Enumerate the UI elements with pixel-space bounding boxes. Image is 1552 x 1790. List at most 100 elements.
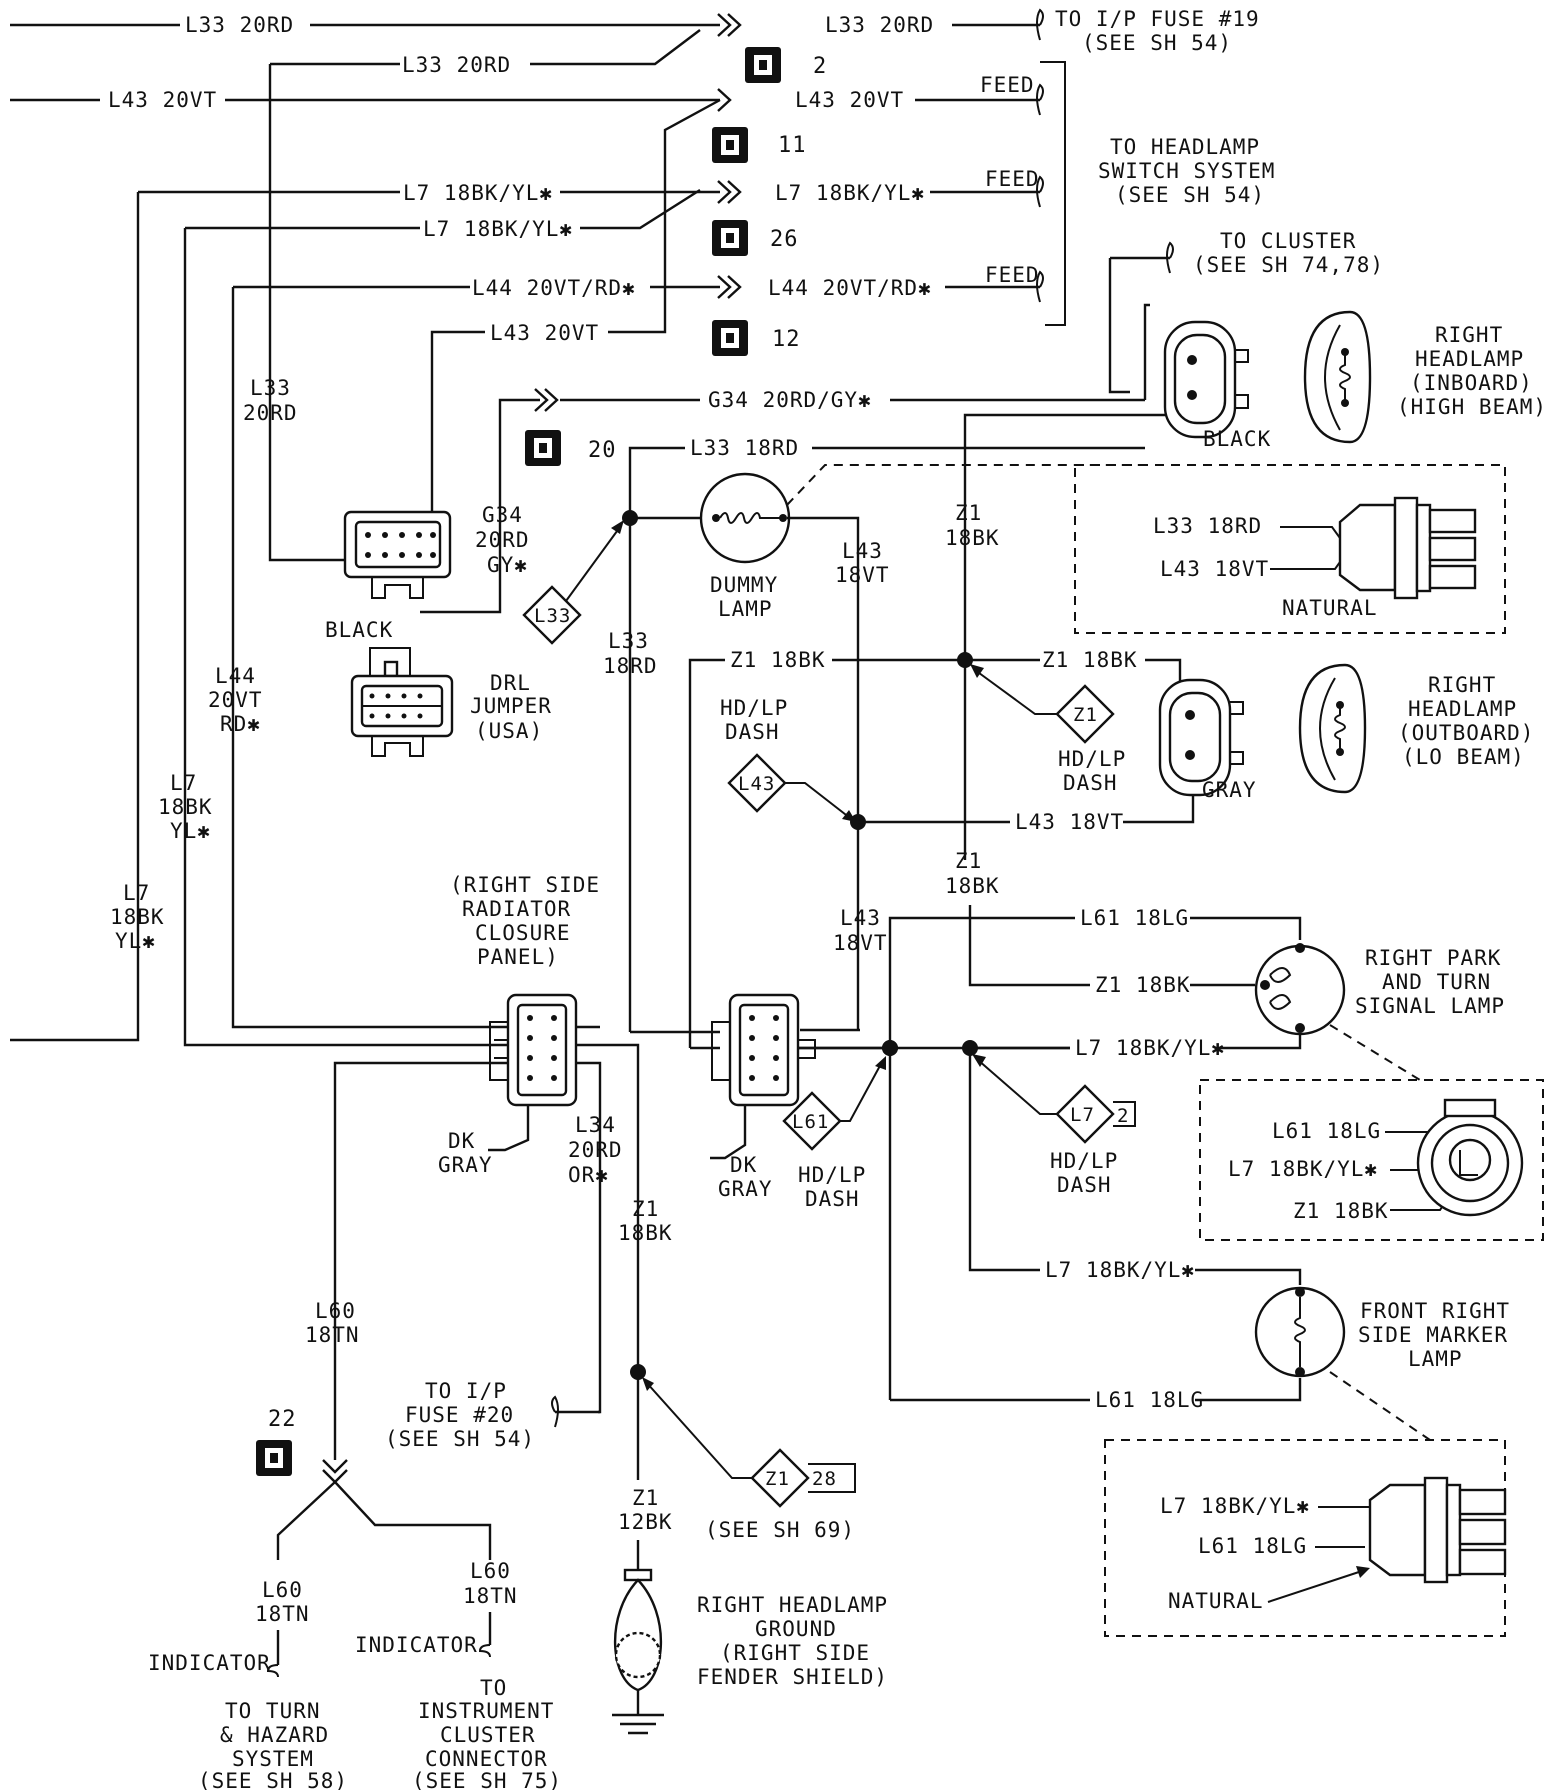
- diagram-label: GRAY: [1202, 778, 1257, 802]
- diagram-label: RIGHT PARK: [1365, 946, 1501, 970]
- wire-label: L7 18BK/YL✱: [423, 217, 573, 241]
- diagram-label: HD/LP: [1058, 747, 1126, 771]
- diagram-label: HD/LP: [798, 1163, 866, 1187]
- connector-black-left: BLACK: [325, 510, 452, 642]
- wire-label: L33 20RD: [402, 53, 511, 77]
- vlabel: Z1: [632, 1197, 659, 1221]
- diagram-label: CLOSURE: [475, 921, 571, 945]
- vlabel: L33: [250, 376, 291, 400]
- sheet-ref-12: 12: [712, 320, 800, 356]
- connector-natural-c: [1368, 1476, 1507, 1584]
- diagram-label: HD/LP: [720, 696, 788, 720]
- wire-label: L61 18LG: [1095, 1388, 1204, 1412]
- dummy-lamp: DUMMY LAMP: [699, 472, 791, 621]
- vlabel: 18RD: [603, 654, 658, 678]
- vlabel: 18BK: [158, 795, 213, 819]
- diagram-label: NATURAL: [1168, 1589, 1264, 1613]
- sheet-ref-11: 11: [712, 127, 807, 163]
- diagram-label: DASH: [805, 1187, 860, 1211]
- vlabel: L60: [315, 1299, 356, 1323]
- diagram-label: INDICATOR: [355, 1633, 478, 1657]
- park-turn-lamp: RIGHT PARK AND TURN SIGNAL LAMP: [1254, 943, 1505, 1036]
- vlabel: 18BK: [618, 1221, 673, 1245]
- wire-label: Z1 18BK: [730, 648, 826, 672]
- diagram-label: HD/LP: [1050, 1149, 1118, 1173]
- diagram-label: BLACK: [1203, 427, 1271, 451]
- wire-label: L61 18LG: [1080, 906, 1189, 930]
- diagram-label: HEADLAMP: [1408, 697, 1517, 721]
- diagram-label: FUSE #20: [405, 1403, 514, 1427]
- headlamp-inboard: RIGHT HEADLAMP (INBOARD) (HIGH BEAM): [1303, 310, 1546, 444]
- diagram-label: L7 18BK/YL✱: [1228, 1157, 1378, 1181]
- diagram-label: Z1: [765, 1468, 790, 1490]
- diagram-label: 11: [778, 133, 807, 158]
- connector-round-b: [1416, 1098, 1524, 1217]
- diagram-label: L43 18VT: [1160, 557, 1269, 581]
- diagram-label: SIGNAL LAMP: [1355, 994, 1505, 1018]
- diagram-label: 28: [812, 1468, 837, 1490]
- vlabel: 18BK: [945, 526, 1000, 550]
- diagram-label: L61 18LG: [1272, 1119, 1381, 1143]
- l43-diamond: L43: [727, 753, 856, 822]
- diagram-label: (RIGHT SIDE: [450, 873, 600, 897]
- diagram-label: DK: [730, 1153, 757, 1177]
- diagram-label: 2: [813, 54, 827, 79]
- diagram-label: TO I/P: [425, 1379, 507, 1403]
- wire-label: L43 20VT: [490, 321, 599, 345]
- diagram-label: RIGHT: [1428, 673, 1496, 697]
- vlabel: L7: [170, 771, 197, 795]
- vlabel: 20RD: [243, 401, 298, 425]
- vlabel: Z1: [955, 501, 982, 525]
- vlabel: Z1: [955, 849, 982, 873]
- diagram-label: (SEE SH 69): [705, 1518, 855, 1542]
- headlamp-ground-symbol: [612, 1568, 664, 1735]
- diagram-label: L61: [792, 1111, 829, 1133]
- diagram-label: & HAZARD: [220, 1723, 329, 1747]
- vlabel: YL✱: [115, 929, 156, 953]
- diagram-label: FENDER SHIELD): [697, 1665, 888, 1689]
- vlabel: 18VT: [833, 931, 888, 955]
- diagram-label: RADIATOR: [462, 897, 571, 921]
- diagram-label: NATURAL: [1282, 596, 1378, 620]
- vlabel: 20RD: [475, 528, 530, 552]
- vlabel: L43: [842, 539, 883, 563]
- l61-diamond: L61: [782, 1056, 886, 1151]
- diagram-label: SYSTEM: [232, 1747, 314, 1771]
- wire-label: L33 20RD: [825, 13, 934, 37]
- feed-label: FEED: [985, 167, 1040, 191]
- diagram-label: DUMMY: [710, 573, 778, 597]
- top-wire-group: L33 20RD L33 20RD TO I/P FUSE #19 (SEE S…: [10, 7, 1260, 1047]
- wire-label: Z1 18BK: [1042, 648, 1138, 672]
- destination-label: TO I/P FUSE #19: [1055, 7, 1260, 31]
- vlabel: 18TN: [463, 1584, 518, 1608]
- sheet-ref-22: 22: [256, 1407, 296, 1476]
- connector-natural-a: [1338, 496, 1477, 600]
- diagram-label: (USA): [475, 719, 543, 743]
- diagram-label: GRAY: [438, 1153, 493, 1177]
- diagram-label: Z1: [1073, 704, 1098, 726]
- vlabel: YL✱: [170, 819, 211, 843]
- sheet-ref-26: 26: [712, 220, 798, 256]
- destination-label: TO CLUSTER: [1220, 229, 1356, 253]
- vlabel: L43: [840, 906, 881, 930]
- diagram-label: (RIGHT SIDE: [720, 1641, 870, 1665]
- vlabel: G34: [482, 503, 523, 527]
- diagram-label: PANEL): [477, 945, 559, 969]
- destination-label: TO HEADLAMP: [1110, 135, 1260, 159]
- diagram-label: (SEE SH 58): [198, 1769, 348, 1790]
- diagram-label: AND TURN: [1382, 970, 1491, 994]
- vlabel: 18VT: [835, 563, 890, 587]
- z1-diamond-top: Z1: [970, 664, 1115, 744]
- diagram-label: RIGHT: [1435, 323, 1503, 347]
- diagram-label: LAMP: [718, 597, 773, 621]
- vlabel: GY✱: [487, 553, 528, 577]
- wire-label: G34 20RD/GY✱: [708, 388, 872, 412]
- connector-dk-gray-b: [711, 993, 816, 1107]
- diagram-label: INSTRUMENT: [418, 1699, 554, 1723]
- vlabel: L60: [470, 1559, 511, 1583]
- feed-label: FEED: [980, 73, 1035, 97]
- vlabel: 12BK: [618, 1510, 673, 1534]
- connector-color: BLACK: [325, 618, 393, 642]
- destination-label: (SEE SH 54): [1115, 183, 1265, 207]
